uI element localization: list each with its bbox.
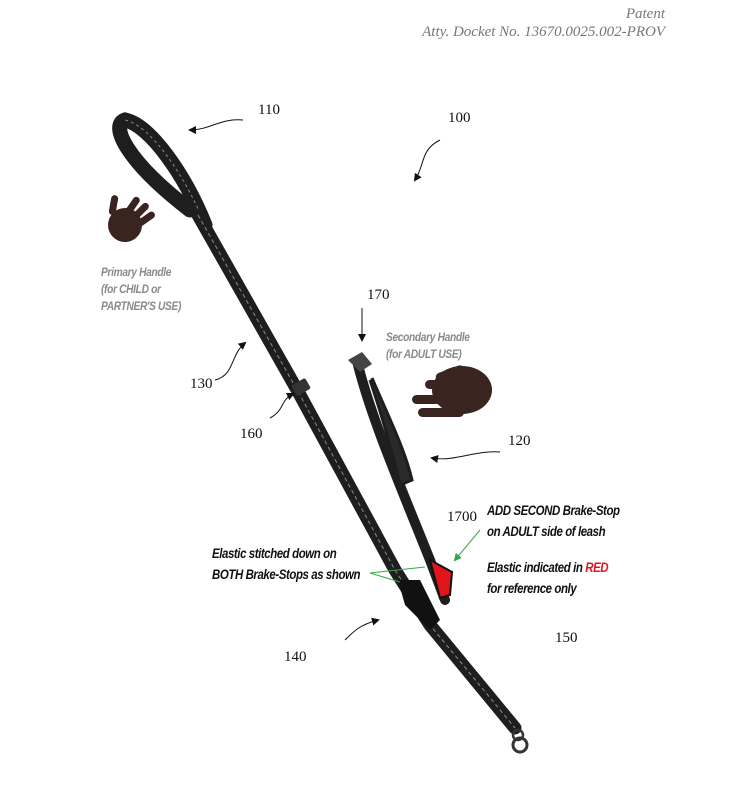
primary-handle-line2: (for CHILD or xyxy=(101,282,161,296)
ref-170: 170 xyxy=(367,287,390,303)
ref-1700: 1700 xyxy=(447,509,477,525)
elastic-stitched-line1: Elastic stitched down on xyxy=(212,546,337,561)
header-patent: Patent xyxy=(625,6,665,22)
ref-150: 150 xyxy=(555,630,578,646)
green-leader-lines xyxy=(369,529,481,583)
ref-140: 140 xyxy=(284,649,307,665)
brake-stop-1 xyxy=(398,580,440,630)
primary-handle-loop xyxy=(112,112,213,233)
add-second-line1: ADD SECOND Brake-Stop xyxy=(487,503,620,518)
adult-hand-icon xyxy=(412,365,492,417)
ref-160: 160 xyxy=(240,426,263,442)
elastic-red-word: RED xyxy=(585,560,609,575)
elastic-stitched-line2: BOTH Brake-Stops as shown xyxy=(212,567,361,582)
leader-arrows xyxy=(188,119,501,641)
ref-120: 120 xyxy=(508,433,531,449)
secondary-handle-line1: Secondary Handle xyxy=(386,330,470,344)
child-hand-icon xyxy=(108,195,155,242)
ref-130: 130 xyxy=(190,376,213,392)
brake-stop-2-elastic xyxy=(428,558,454,600)
elastic-red-line2: for reference only xyxy=(487,581,577,596)
primary-handle-note: Primary Handle (for CHILD or PARTNER'S U… xyxy=(101,264,181,315)
secondary-handle-line2: (for ADULT USE) xyxy=(386,347,462,361)
add-second-note: ADD SECOND Brake-Stop on ADULT side of l… xyxy=(487,500,620,542)
ref-100: 100 xyxy=(448,110,471,126)
elastic-red-prefix: Elastic indicated in xyxy=(487,560,586,575)
elastic-stitched-note: Elastic stitched down on BOTH Brake-Stop… xyxy=(212,543,361,585)
adjuster-buckle xyxy=(291,378,311,396)
secondary-strap xyxy=(348,352,450,605)
ref-110: 110 xyxy=(258,102,280,118)
primary-handle-line3: PARTNER'S USE) xyxy=(101,299,182,313)
header-docket: Atty. Docket No. 13670.0025.002-PROV xyxy=(422,24,665,40)
secondary-handle-note: Secondary Handle (for ADULT USE) xyxy=(386,329,470,363)
add-second-line2: on ADULT side of leash xyxy=(487,524,606,539)
main-strap xyxy=(191,208,522,735)
primary-handle-line1: Primary Handle xyxy=(101,265,172,279)
elastic-red-note: Elastic indicated in RED for reference o… xyxy=(487,557,609,599)
snap-hook xyxy=(511,728,529,754)
secondary-handle-clip xyxy=(348,352,372,372)
elastic-red-line1: Elastic indicated in RED xyxy=(487,557,609,578)
